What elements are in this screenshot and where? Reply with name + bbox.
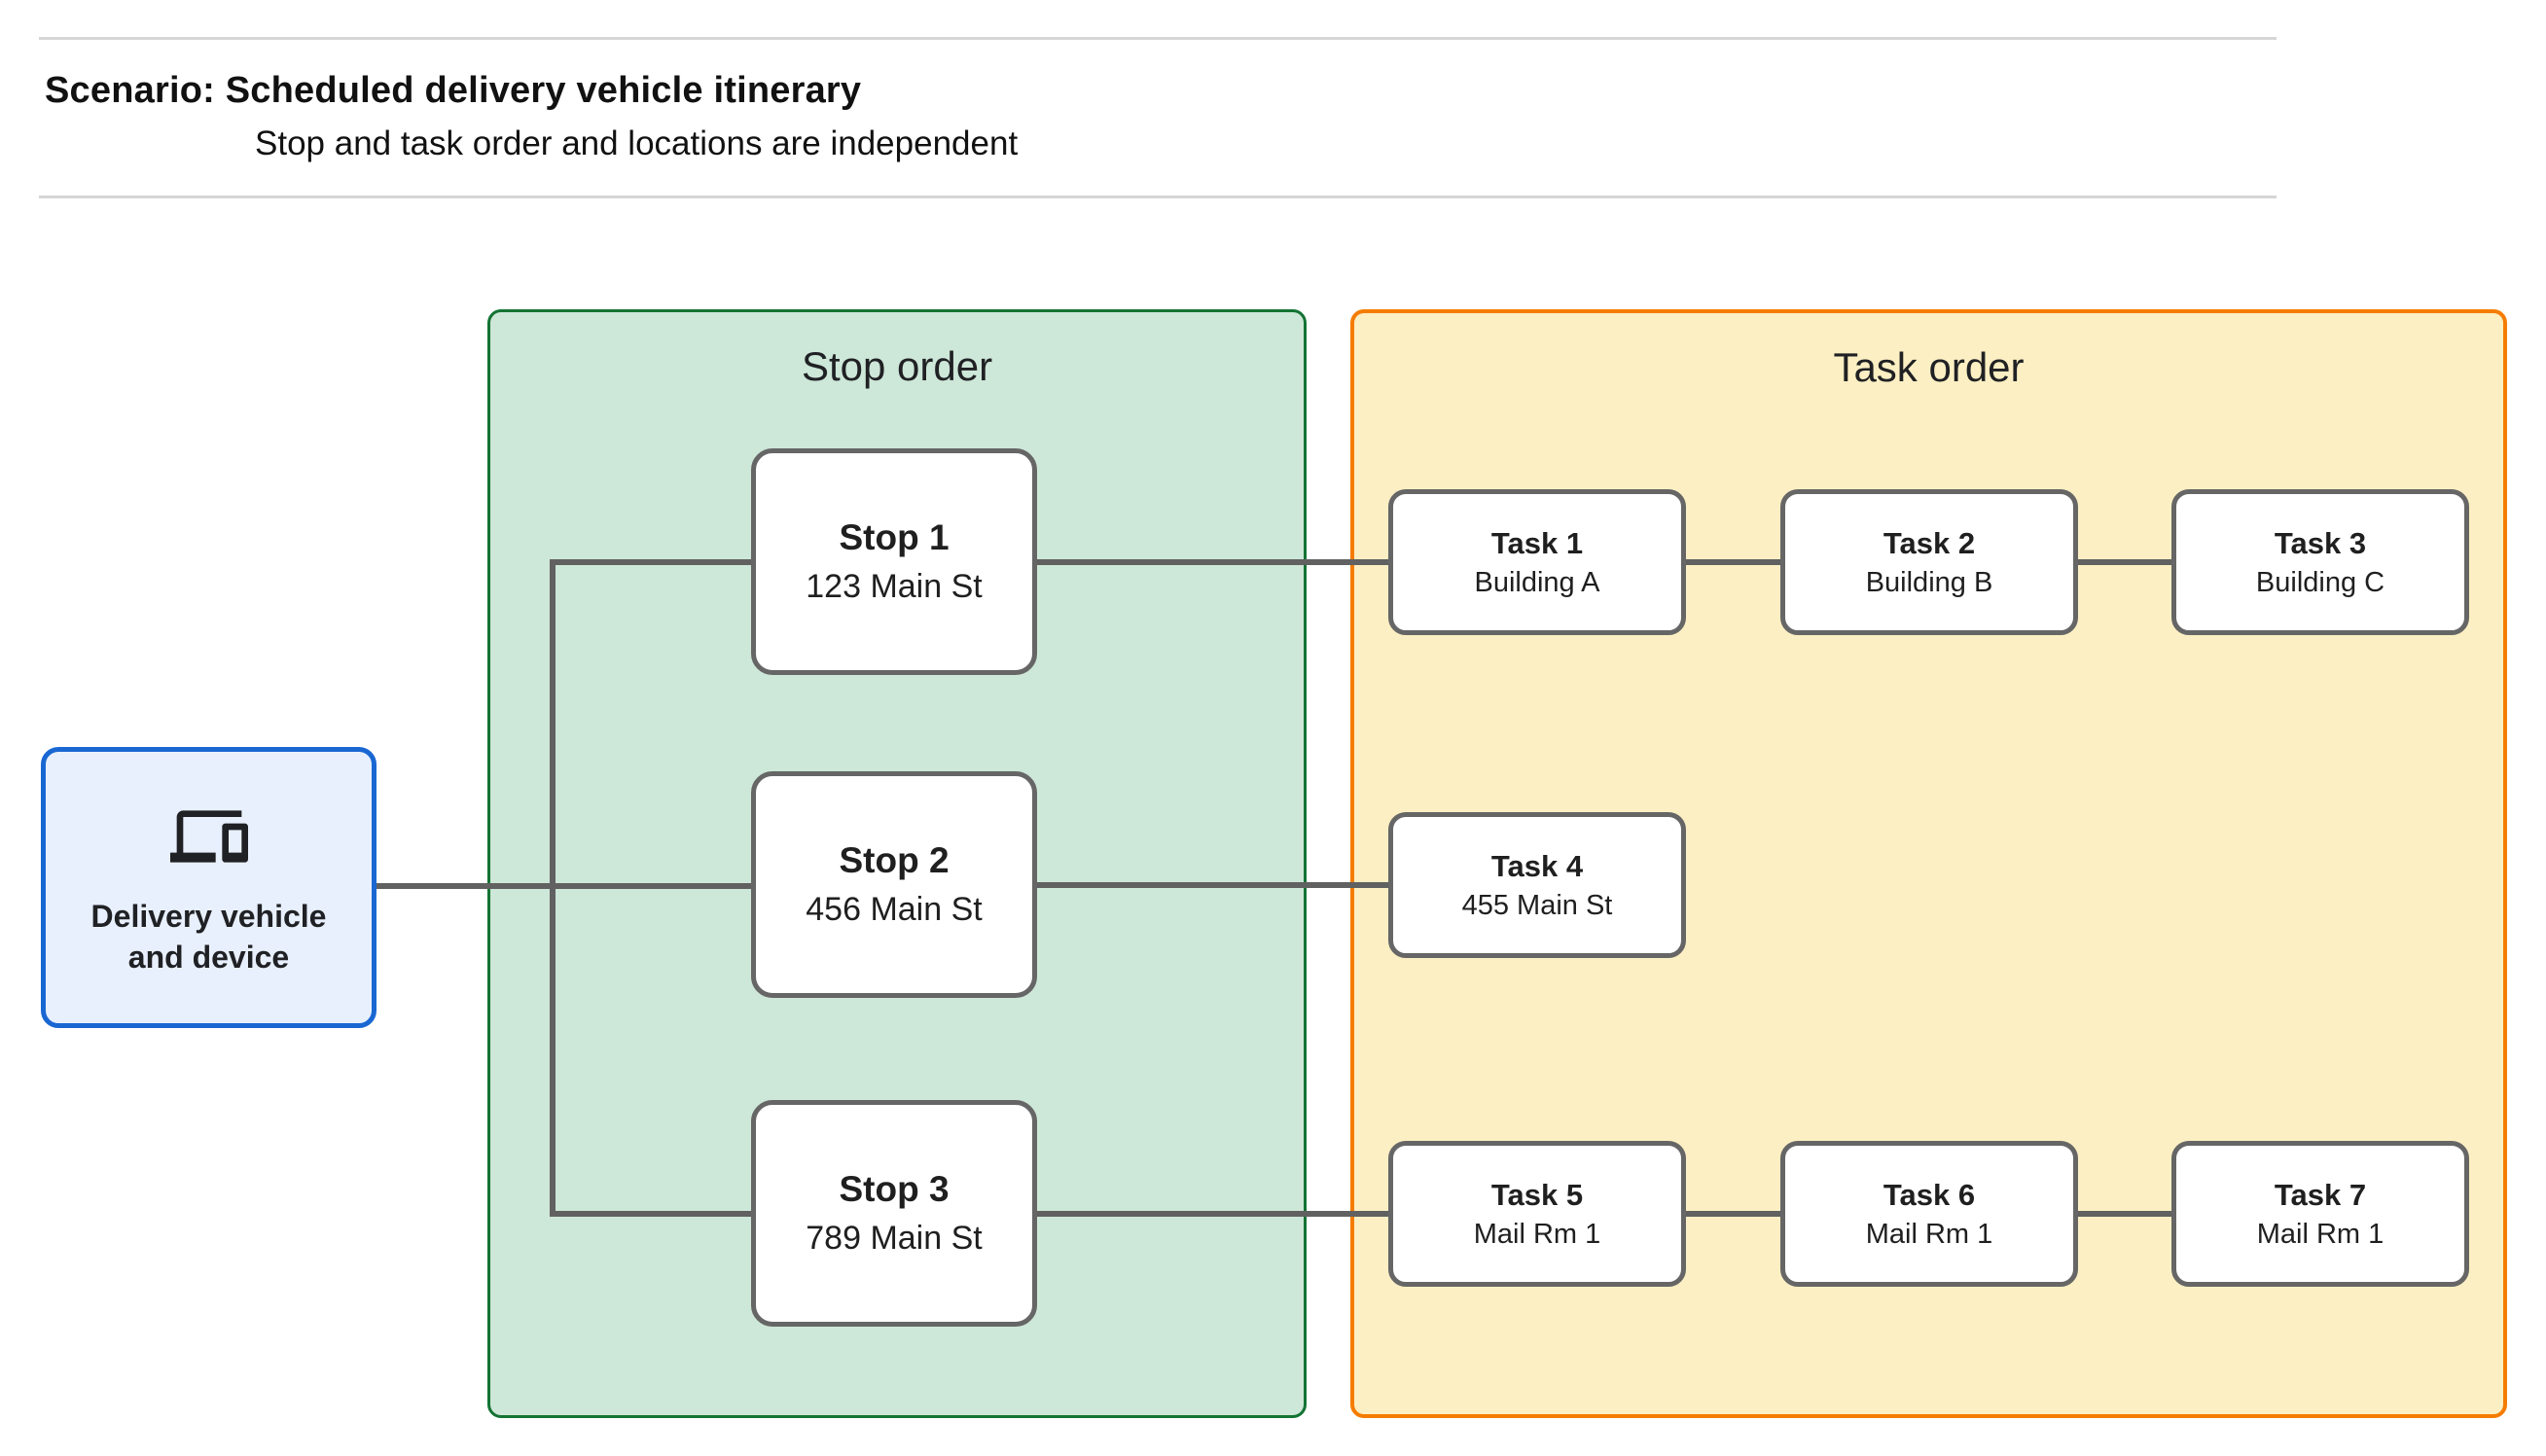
devices-icon	[169, 810, 248, 863]
task-2-node: Task 2 Building B	[1780, 489, 2078, 635]
header-divider-bottom	[39, 195, 2277, 198]
task-location: 455 Main St	[1461, 889, 1613, 921]
task-location: Building C	[2255, 566, 2385, 598]
page-subtitle: Stop and task order and locations are in…	[255, 124, 1019, 162]
stop-location: 789 Main St	[806, 1220, 983, 1258]
task-6-node: Task 6 Mail Rm 1	[1780, 1141, 2078, 1287]
stop-name: Stop 2	[839, 840, 950, 881]
stop-1-node: Stop 1 123 Main St	[751, 448, 1037, 675]
task-3-node: Task 3 Building C	[2171, 489, 2469, 635]
stop-location: 123 Main St	[806, 568, 983, 606]
task-name: Task 1	[1490, 525, 1584, 560]
stop-3-node: Stop 3 789 Main St	[751, 1100, 1037, 1327]
delivery-vehicle-label: Delivery vehicle and device	[90, 898, 327, 975]
task-name: Task 2	[1883, 525, 1976, 560]
stop-name: Stop 3	[839, 1169, 950, 1210]
task-location: Mail Rm 1	[2256, 1218, 2385, 1250]
task-1-node: Task 1 Building A	[1388, 489, 1686, 635]
stop-order-panel-label: Stop order	[801, 343, 993, 389]
task-location: Building A	[1474, 566, 1600, 598]
task-order-panel-label: Task order	[1833, 344, 2025, 390]
task-location: Mail Rm 1	[1473, 1218, 1601, 1250]
task-4-node: Task 4 455 Main St	[1388, 812, 1686, 958]
task-location: Building B	[1865, 566, 1993, 598]
stop-2-node: Stop 2 456 Main St	[751, 771, 1037, 998]
task-name: Task 7	[2274, 1177, 2367, 1212]
task-name: Task 6	[1883, 1177, 1976, 1212]
stop-name: Stop 1	[839, 517, 950, 558]
header-divider-top	[39, 37, 2277, 40]
task-name: Task 4	[1490, 848, 1584, 883]
task-7-node: Task 7 Mail Rm 1	[2171, 1141, 2469, 1287]
page-title: Scenario: Scheduled delivery vehicle iti…	[45, 70, 862, 111]
task-5-node: Task 5 Mail Rm 1	[1388, 1141, 1686, 1287]
delivery-vehicle-node: Delivery vehicle and device	[41, 747, 377, 1028]
stop-location: 456 Main St	[806, 891, 983, 929]
task-name: Task 5	[1490, 1177, 1584, 1212]
task-location: Mail Rm 1	[1865, 1218, 1993, 1250]
task-name: Task 3	[2274, 525, 2367, 560]
